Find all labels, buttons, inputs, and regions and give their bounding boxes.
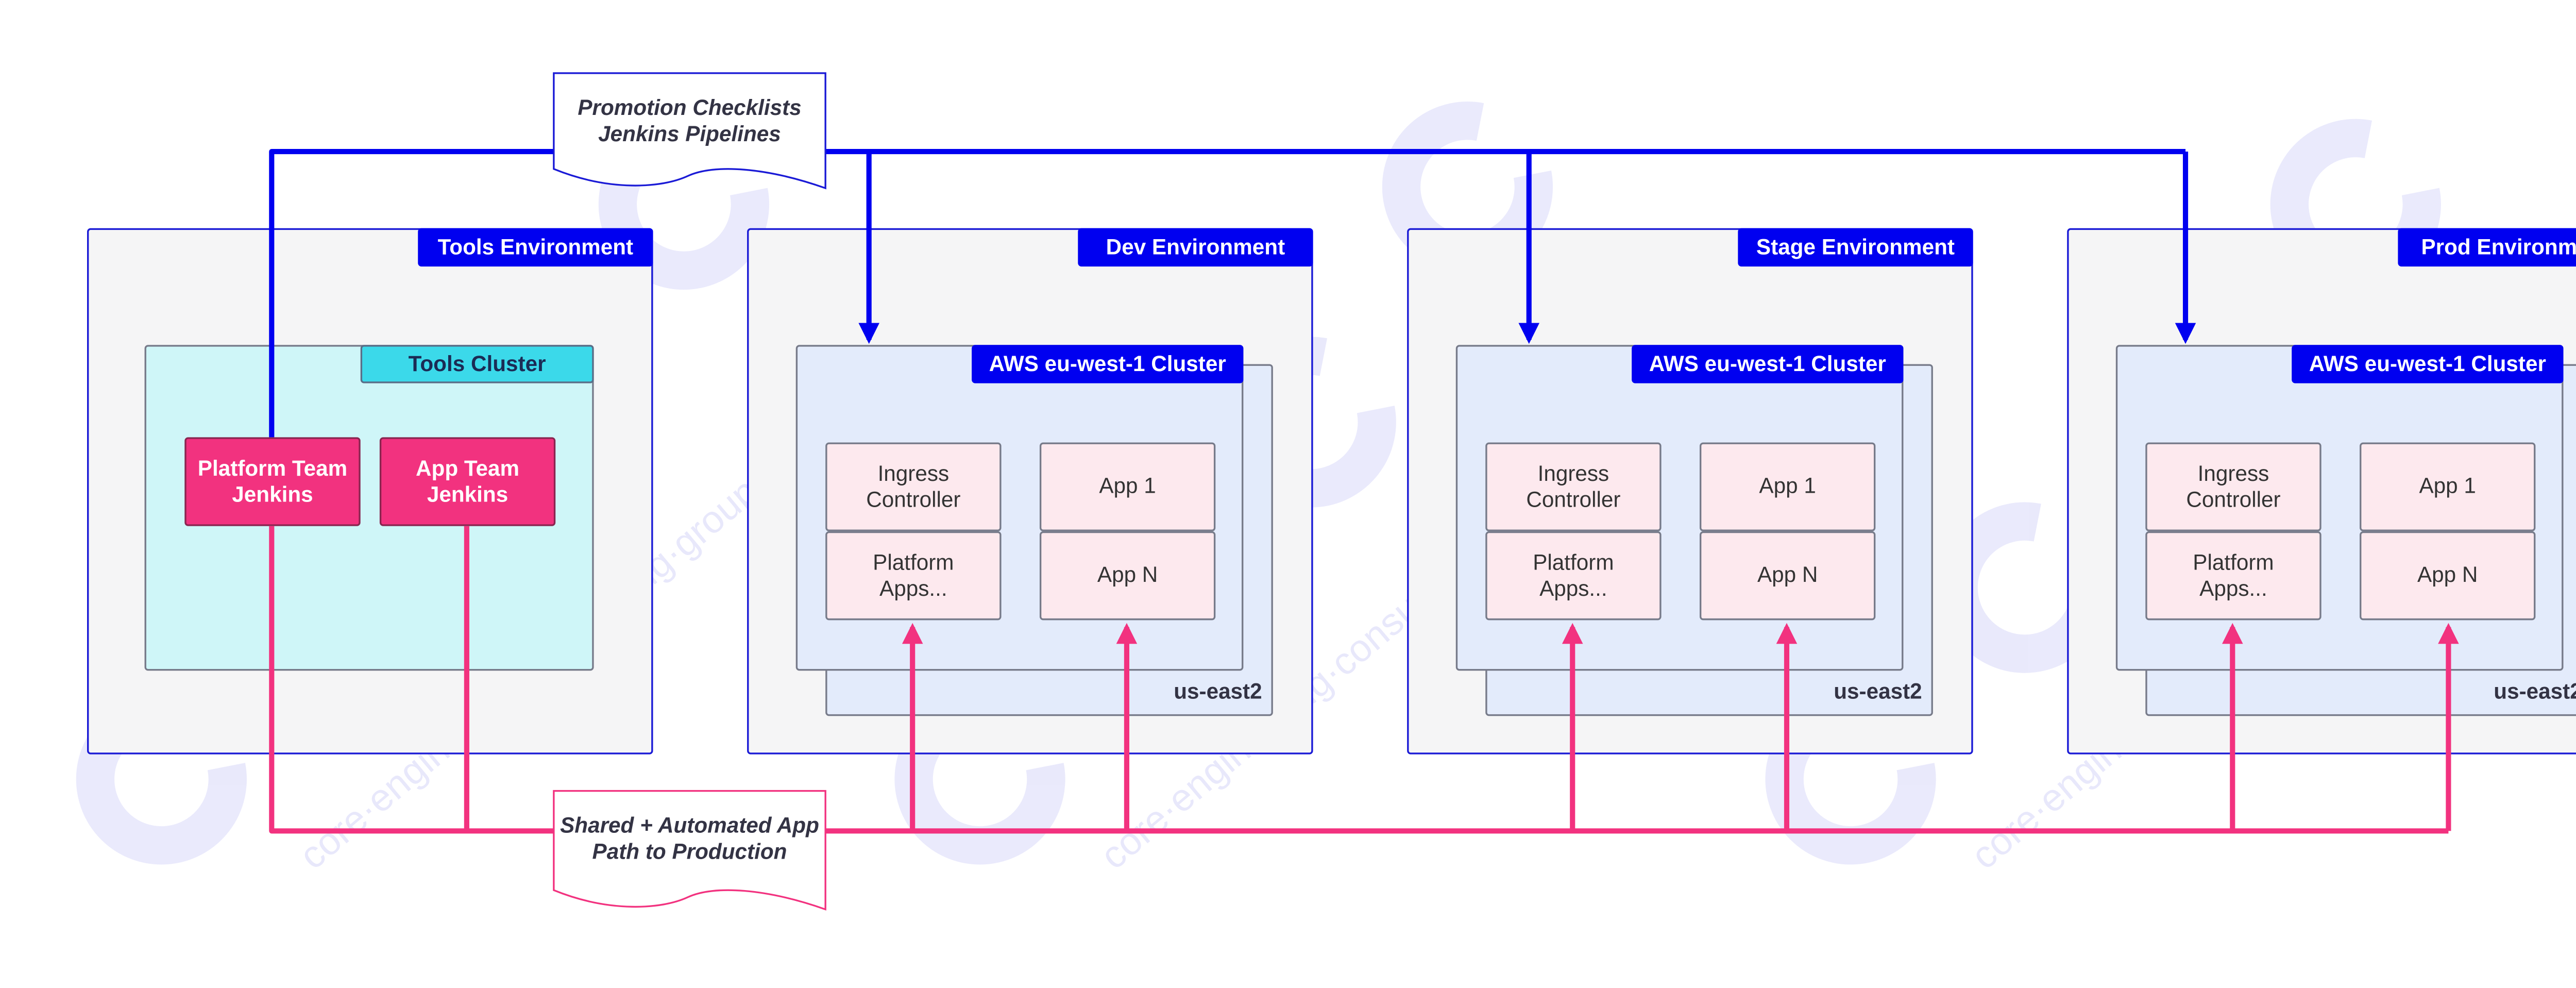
dev-cluster-label: AWS eu-west-1 Cluster: [972, 345, 1244, 383]
tools-cluster-label: Tools Cluster: [360, 345, 594, 383]
prod-secondary-region-label: us-east2: [2494, 679, 2576, 704]
stage-app-1: App 1: [1699, 442, 1876, 531]
promotion-note-text: Promotion Checklists Jenkins Pipelines: [578, 95, 802, 146]
stage-environment-label: Stage Environment: [1738, 228, 1973, 267]
stage-app-n: App N: [1699, 531, 1876, 621]
path-main-line: [269, 526, 2449, 834]
prod-app-1: App 1: [2360, 442, 2536, 531]
stage-ingress-controller: Ingress Controller: [1485, 442, 1662, 531]
prod-environment-label: Prod Environment: [2398, 228, 2576, 267]
dev-platform-apps: Platform Apps...: [825, 531, 1002, 621]
app-team-jenkins: App Team Jenkins: [379, 437, 556, 526]
dev-app-1: App 1: [1039, 442, 1216, 531]
platform-team-jenkins: Platform Team Jenkins: [184, 437, 361, 526]
stage-secondary-region-label: us-east2: [1834, 679, 1922, 704]
dev-secondary-region-label: us-east2: [1174, 679, 1262, 704]
prod-ingress-controller: Ingress Controller: [2145, 442, 2321, 531]
promotion-main-line: [269, 148, 2186, 438]
prod-app-n: App N: [2360, 531, 2536, 621]
prod-platform-apps: Platform Apps...: [2145, 531, 2321, 621]
tools-environment-label: Tools Environment: [418, 228, 653, 267]
dev-app-n: App N: [1039, 531, 1216, 621]
path-note: [553, 790, 826, 911]
prod-cluster-label: AWS eu-west-1 Cluster: [2292, 345, 2564, 383]
path-note-text: Shared + Automated App Path to Productio…: [560, 813, 819, 864]
stage-cluster-label: AWS eu-west-1 Cluster: [1632, 345, 1904, 383]
stage-platform-apps: Platform Apps...: [1485, 531, 1662, 621]
dev-environment-label: Dev Environment: [1078, 228, 1313, 267]
dev-ingress-controller: Ingress Controller: [825, 442, 1002, 531]
promotion-note: [553, 72, 826, 190]
